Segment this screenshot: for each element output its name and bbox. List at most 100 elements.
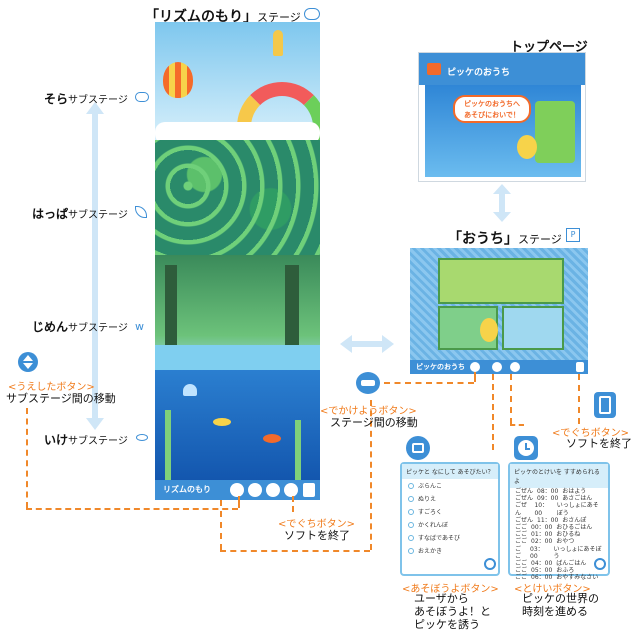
seaweed — [295, 420, 301, 480]
play-button-desc: ユーザから あそぼうよ！と ピッケを誘う — [414, 592, 491, 631]
tree-trunk — [165, 265, 177, 345]
picke-character — [517, 135, 537, 159]
house-icon — [427, 63, 441, 75]
arrow-up-head — [493, 184, 511, 194]
grass-icon: ᴡ — [135, 320, 144, 333]
ground-substage-panel[interactable] — [155, 255, 320, 370]
go-out-toolbar-button[interactable] — [248, 483, 262, 497]
fish — [263, 434, 281, 443]
connector — [492, 374, 494, 450]
go-out-button-label: <でかけようボタン> — [320, 406, 417, 417]
house-p-icon: P — [566, 228, 580, 242]
arrow-down-head — [86, 418, 104, 430]
play-dialog-ok-button[interactable] — [484, 558, 496, 570]
house-stage-toolbar: ピッケのおうち — [410, 360, 588, 374]
go-out-button-desc: ステージ間の移動 — [330, 416, 418, 429]
clock-button-label: <とけいボタン> — [514, 584, 591, 595]
leaves-pattern — [155, 140, 320, 255]
arrow-right-head — [382, 335, 394, 353]
connector — [578, 374, 580, 424]
ground-cloud — [155, 122, 320, 142]
leaf-icon — [135, 206, 147, 218]
tree-trunk — [285, 265, 299, 345]
top-page-title: トップページ — [510, 40, 588, 55]
rocket — [273, 30, 283, 56]
clock-toolbar-button[interactable] — [510, 362, 520, 372]
play-option[interactable]: ぬりえ — [402, 492, 498, 505]
connector — [292, 496, 294, 512]
sky-substage-panel[interactable] — [155, 22, 320, 142]
seaweed — [165, 410, 171, 480]
green-house — [535, 101, 575, 163]
connector — [26, 408, 28, 508]
rhythm-forest-title: 「リズムのもり」ステージ — [145, 9, 301, 25]
connector — [220, 550, 370, 552]
play-toolbar-button[interactable] — [266, 483, 280, 497]
rhythm-forest-toolbar: リズムのもり — [155, 480, 320, 500]
connector — [510, 424, 524, 426]
arrow-up-head — [86, 102, 104, 114]
go-out-button-icon — [356, 372, 380, 394]
leaf-substage-panel[interactable] — [155, 140, 320, 255]
connector — [220, 500, 222, 550]
play-button-icon — [406, 436, 430, 460]
go-out-toolbar-button[interactable] — [470, 362, 480, 372]
substage-label-ground: じめんサブステージ — [32, 320, 128, 334]
house-room-lower-right — [502, 306, 564, 350]
connector — [26, 508, 238, 510]
house-stage-title: 「おうち」ステージ — [448, 231, 562, 247]
substage-label-pond: いけサブステージ — [44, 433, 128, 447]
up-down-button-icon — [18, 352, 38, 372]
exit-toolbar-button[interactable] — [303, 483, 315, 497]
fish-icon — [136, 434, 148, 441]
play-option[interactable]: すなばであそび — [402, 531, 498, 544]
play-dialog: ピッケと なにして あそびたい？ ぶらんこ ぬりえ すごろく かくれんぼ すなば… — [400, 462, 500, 576]
play-option[interactable]: すごろく — [402, 505, 498, 518]
clock-dialog-title: ピッケのとけいを すすめられるよ — [510, 464, 608, 488]
hot-air-balloon — [163, 62, 193, 98]
exit-button-left-label: <でぐちボタン> — [278, 519, 355, 530]
clock-button-desc: ピッケの世界の 時刻を進める — [522, 592, 599, 618]
rhythm-forest-logo: リズムのもり — [163, 485, 211, 494]
up-down-toolbar-button[interactable] — [230, 483, 244, 497]
play-dialog-title: ピッケと なにして あそびたい？ — [402, 464, 498, 479]
vertical-double-arrow-right — [499, 192, 505, 214]
fish — [213, 418, 231, 426]
clock-toolbar-button[interactable] — [284, 483, 298, 497]
top-page-header: ピッケのおうち — [419, 53, 585, 85]
house-room-upper — [438, 258, 564, 304]
exit-button-right-desc: ソフトを終了 — [566, 437, 632, 450]
play-option[interactable]: かくれんぼ — [402, 518, 498, 531]
connector — [238, 496, 240, 508]
cloud-icon — [135, 92, 149, 102]
clock-dialog-ok-button[interactable] — [594, 558, 606, 570]
cloud-icon — [304, 8, 320, 20]
exit-toolbar-button[interactable] — [576, 362, 584, 372]
pond-edge — [155, 345, 320, 370]
horizontal-double-arrow — [352, 341, 382, 347]
picke-character — [480, 318, 498, 342]
up-down-button-label: <うえしたボタン> — [8, 382, 95, 393]
play-toolbar-button[interactable] — [492, 362, 502, 372]
top-page-screenshot: ピッケのおうち ピッケのおうちへ あそびにおいで！ — [418, 52, 586, 182]
connector — [384, 382, 474, 384]
up-down-button-desc: サブステージ間の移動 — [6, 392, 116, 405]
play-option[interactable]: おえかき — [402, 544, 498, 557]
play-option[interactable]: ぶらんこ — [402, 479, 498, 492]
pond-substage-panel[interactable] — [155, 370, 320, 500]
substage-label-leaf: はっぱサブステージ — [32, 207, 128, 221]
clock-button-icon — [514, 436, 538, 460]
